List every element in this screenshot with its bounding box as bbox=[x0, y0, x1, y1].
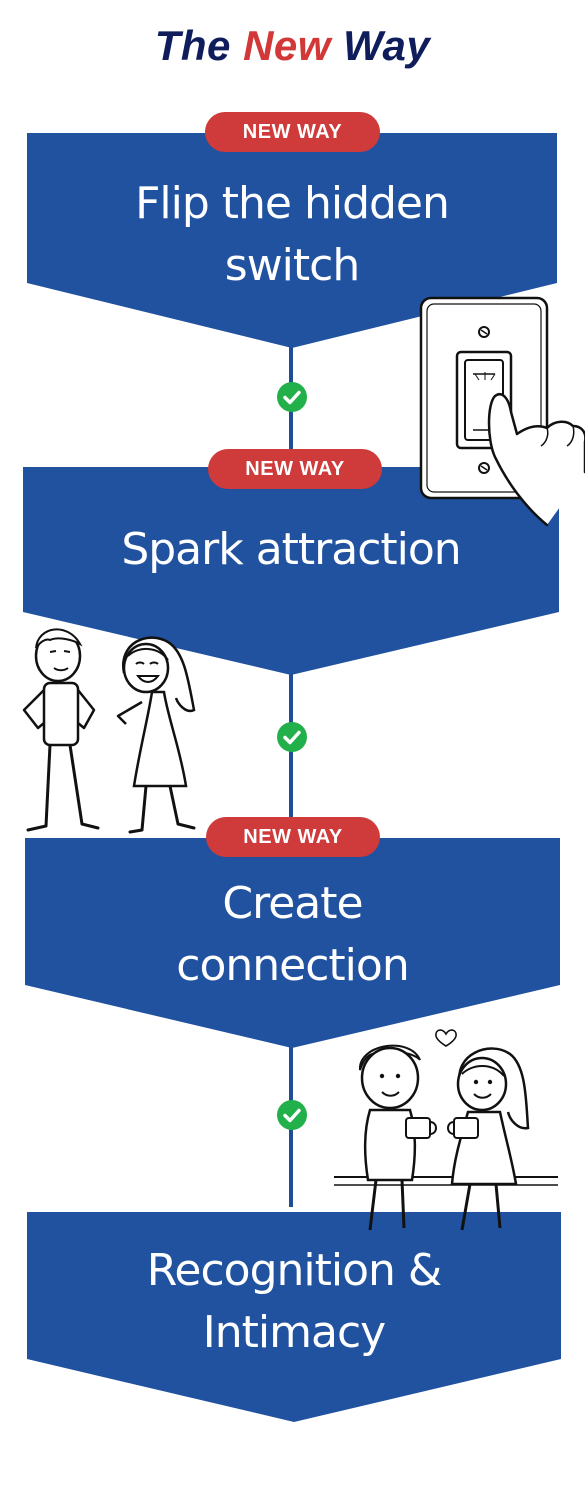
connector-line-2 bbox=[289, 672, 293, 837]
title-accent: New bbox=[243, 22, 331, 69]
stage-3: Create connection bbox=[25, 838, 560, 1048]
couple-flirting-illustration bbox=[22, 628, 196, 834]
stage-4: Recognition & Intimacy bbox=[27, 1212, 561, 1422]
stage-2-badge: NEW WAY bbox=[208, 449, 382, 489]
title-prefix: The bbox=[154, 22, 231, 69]
couple-coffee-illustration bbox=[334, 1029, 558, 1231]
stage-4-shape bbox=[27, 1212, 561, 1422]
stage-3-badge: NEW WAY bbox=[206, 817, 380, 857]
stage-1-line-1: Flip the hidden bbox=[135, 178, 450, 229]
title-suffix: Way bbox=[343, 22, 431, 69]
stage-1-shape bbox=[27, 133, 557, 348]
light-switch-illustration bbox=[419, 296, 585, 527]
stage-4-line-1: Recognition & bbox=[146, 1245, 442, 1296]
check-icon bbox=[277, 722, 307, 752]
check-icon bbox=[277, 382, 307, 412]
heart-icon bbox=[435, 1029, 457, 1047]
stage-3-line-1: Create bbox=[222, 878, 363, 929]
stage-3-line-2: connection bbox=[176, 940, 409, 991]
stage-4-text: Recognition & Intimacy bbox=[27, 1240, 561, 1364]
stage-4-line-2: Intimacy bbox=[202, 1307, 386, 1358]
stage-1-text: Flip the hidden switch bbox=[27, 173, 557, 297]
stage-2-text: Spark attraction bbox=[23, 519, 559, 581]
page-title: The New Way bbox=[0, 22, 585, 70]
stage-2-shape bbox=[23, 467, 559, 675]
stage-3-text: Create connection bbox=[25, 873, 560, 997]
stage-1-line-2: switch bbox=[224, 240, 360, 291]
stage-1: Flip the hidden switch bbox=[27, 133, 557, 348]
stage-2-line-1: Spark attraction bbox=[121, 524, 461, 575]
check-icon bbox=[277, 1100, 307, 1130]
stage-1-badge: NEW WAY bbox=[205, 112, 380, 152]
stage-2: Spark attraction bbox=[23, 467, 559, 675]
stage-3-shape bbox=[25, 838, 560, 1048]
